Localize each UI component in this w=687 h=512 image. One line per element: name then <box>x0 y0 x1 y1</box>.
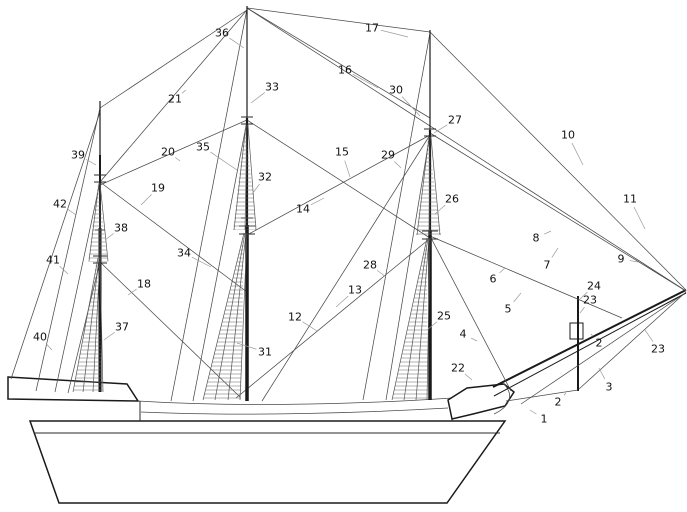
part-label-5: 5 <box>505 303 512 316</box>
leader-line <box>563 392 567 396</box>
leader-line <box>433 124 448 134</box>
part-label-41: 41 <box>46 254 60 267</box>
part-label-38: 38 <box>114 222 128 235</box>
part-label-11: 11 <box>623 193 637 206</box>
part-label-39: 39 <box>71 149 85 162</box>
part-label-3: 3 <box>606 381 613 394</box>
part-label-35: 35 <box>196 141 210 154</box>
part-label-37: 37 <box>115 321 129 334</box>
leader-line <box>551 247 559 258</box>
leader-line <box>529 409 537 415</box>
leader-line <box>426 321 438 331</box>
mizzen-shrouds <box>72 182 109 393</box>
leader-line <box>401 96 421 117</box>
leader-line <box>380 29 409 38</box>
part-label-36: 36 <box>215 27 229 40</box>
leader-line <box>310 197 325 206</box>
part-label-21: 21 <box>168 93 182 106</box>
leader-line <box>45 343 53 351</box>
part-label-2: 2 <box>555 396 562 409</box>
part-label-18: 18 <box>137 278 151 291</box>
leader-line <box>513 292 522 303</box>
part-label-25: 25 <box>437 310 451 323</box>
leader-line <box>191 256 212 268</box>
leader-line <box>229 37 245 49</box>
leader-line <box>376 270 387 278</box>
part-label-16: 16 <box>338 64 352 77</box>
leader-line <box>633 206 646 230</box>
part-label-27: 27 <box>448 114 462 127</box>
leader-line <box>335 295 349 308</box>
part-label-23: 23 <box>583 294 597 307</box>
leader-line <box>470 337 478 342</box>
leader-line <box>302 321 318 332</box>
part-label-7: 7 <box>544 259 551 272</box>
part-label-26: 26 <box>445 193 459 206</box>
leader-line <box>127 288 137 296</box>
part-label-23: 23 <box>651 343 665 356</box>
part-label-9: 9 <box>618 253 625 266</box>
bowsprit <box>492 289 687 405</box>
leader-line <box>104 233 115 241</box>
leader-line <box>464 373 473 381</box>
part-label-19: 19 <box>151 182 165 195</box>
part-label-13: 13 <box>348 284 362 297</box>
leader-line <box>210 151 238 171</box>
leader-line <box>103 331 115 341</box>
part-label-28: 28 <box>363 259 377 272</box>
part-label-17: 17 <box>365 22 379 35</box>
leader-line <box>174 157 181 162</box>
part-label-12: 12 <box>288 311 302 324</box>
part-label-22: 22 <box>451 362 465 375</box>
leader-line <box>344 160 351 178</box>
part-label-14: 14 <box>296 203 310 216</box>
part-label-8: 8 <box>533 232 540 245</box>
part-label-42: 42 <box>53 198 67 211</box>
part-label-4: 4 <box>460 328 467 341</box>
part-label-10: 10 <box>561 129 575 142</box>
leader-line <box>251 183 260 195</box>
standing-rigging <box>10 7 687 402</box>
leader-line <box>236 342 257 350</box>
main-shrouds <box>202 124 257 401</box>
leader-line <box>85 159 97 166</box>
part-label-15: 15 <box>335 146 349 159</box>
leader-line <box>579 291 588 300</box>
leader-line <box>394 161 402 169</box>
bowsprit-cap <box>569 322 584 340</box>
leader-line <box>67 208 77 216</box>
leader-line <box>571 142 584 166</box>
leader-line <box>579 306 585 314</box>
leader-line <box>499 267 506 274</box>
leader-line <box>140 194 152 206</box>
hull <box>7 376 515 504</box>
part-label-32: 32 <box>258 171 272 184</box>
bow <box>447 383 515 420</box>
part-label-30: 30 <box>389 84 403 97</box>
part-label-20: 20 <box>161 146 175 159</box>
part-label-40: 40 <box>33 331 47 344</box>
part-label-6: 6 <box>490 273 497 286</box>
part-label-34: 34 <box>177 247 191 260</box>
part-label-1: 1 <box>541 413 548 426</box>
leader-line <box>598 367 606 380</box>
part-label-29: 29 <box>381 149 395 162</box>
leader-line <box>250 92 266 104</box>
stern-poop <box>7 376 140 402</box>
leader-line <box>644 329 654 342</box>
leader-line <box>629 260 639 263</box>
part-label-31: 31 <box>258 346 272 359</box>
leader-line <box>590 333 594 337</box>
leader-line <box>352 74 379 89</box>
part-label-24: 24 <box>587 280 601 293</box>
part-label-33: 33 <box>265 81 279 94</box>
leader-line <box>59 265 69 275</box>
part-label-2: 2 <box>596 337 603 350</box>
leader-line <box>434 204 446 215</box>
leader-line <box>544 230 552 235</box>
leader-line <box>181 89 187 94</box>
fore-shrouds <box>391 136 441 401</box>
